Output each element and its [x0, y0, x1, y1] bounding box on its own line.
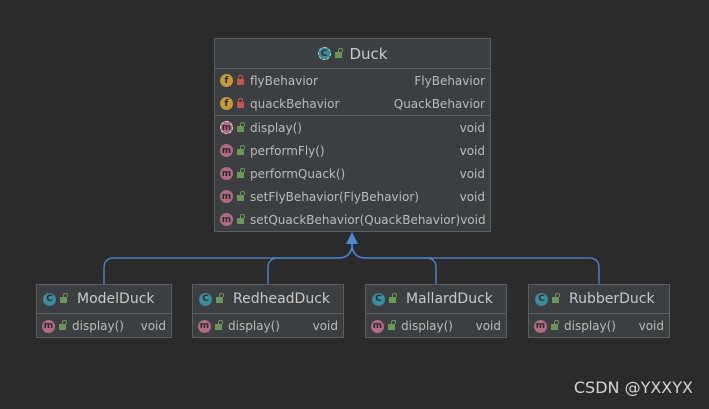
- method-row[interactable]: m display() void: [529, 314, 669, 338]
- field-icon: f: [220, 74, 233, 87]
- method-type: void: [638, 319, 664, 333]
- watermark: CSDN @YXXYX: [573, 378, 693, 397]
- method-icon: m: [220, 144, 233, 157]
- field-name: quackBehavior: [250, 96, 340, 111]
- class-title: RedheadDuck: [233, 291, 331, 307]
- class-title: RubberDuck: [569, 291, 655, 307]
- method-row[interactable]: m performQuack() void: [215, 162, 490, 185]
- private-lock-icon: [237, 74, 244, 85]
- class-header: C RedheadDuck: [193, 285, 343, 314]
- public-lock-icon: [237, 144, 245, 155]
- method-name: display(): [72, 319, 124, 333]
- method-type: void: [459, 166, 485, 181]
- public-lock-icon: [216, 293, 224, 303]
- class-title: Duck: [349, 44, 388, 63]
- connector-modelduck: [103, 243, 353, 284]
- abstract-class-icon: C: [317, 47, 331, 60]
- public-lock-icon: [60, 293, 68, 303]
- method-type: void: [312, 319, 338, 333]
- method-row[interactable]: m display() void: [366, 314, 506, 338]
- public-lock-icon: [551, 320, 559, 330]
- method-type: void: [459, 120, 485, 135]
- field-type: QuackBehavior: [393, 96, 485, 111]
- method-icon: m: [198, 319, 211, 333]
- public-lock-icon: [388, 320, 396, 330]
- class-icon: C: [535, 292, 548, 306]
- field-row[interactable]: f flyBehavior FlyBehavior: [215, 69, 490, 92]
- method-row[interactable]: m setFlyBehavior(FlyBehavior) void: [215, 185, 490, 208]
- method-row[interactable]: m setQuackBehavior(QuackBehavior) void: [215, 208, 490, 231]
- private-lock-icon: [237, 97, 244, 108]
- class-rubberduck[interactable]: C RubberDuck m display() void: [528, 284, 670, 338]
- public-lock-icon: [215, 320, 223, 330]
- abstract-method-icon: m: [220, 121, 233, 134]
- public-lock-icon: [334, 47, 343, 58]
- class-mallardduck[interactable]: C MallardDuck m display() void: [365, 284, 507, 338]
- class-icon: C: [199, 292, 212, 306]
- class-icon: C: [372, 292, 385, 306]
- method-icon: m: [220, 167, 233, 180]
- connector-redheadduck: [267, 243, 353, 284]
- method-name: performQuack(): [250, 166, 346, 181]
- class-redheadduck[interactable]: C RedheadDuck m display() void: [192, 284, 344, 338]
- class-duck[interactable]: C Duck f flyBehavior FlyBehavior f quack…: [214, 38, 491, 232]
- method-type: void: [459, 143, 485, 158]
- connector-mallardduck: [351, 243, 437, 284]
- method-icon: m: [220, 190, 233, 203]
- connector-rubberduck: [351, 243, 600, 284]
- method-type: void: [460, 212, 486, 227]
- method-type: void: [140, 319, 166, 333]
- class-title: MallardDuck: [406, 291, 493, 307]
- field-type: FlyBehavior: [414, 73, 485, 88]
- public-lock-icon: [237, 121, 245, 132]
- class-modelduck[interactable]: C ModelDuck m display() void: [36, 284, 172, 338]
- divider: [215, 115, 490, 116]
- class-header: C MallardDuck: [366, 285, 506, 314]
- method-name: display(): [564, 319, 616, 333]
- class-icon: C: [43, 292, 56, 306]
- method-icon: m: [220, 213, 233, 226]
- public-lock-icon: [237, 167, 245, 178]
- method-row[interactable]: m display() void: [37, 314, 171, 338]
- method-type: void: [475, 319, 501, 333]
- method-row[interactable]: m performFly() void: [215, 139, 490, 162]
- method-row[interactable]: m display() void: [193, 314, 343, 338]
- method-name: setFlyBehavior(FlyBehavior): [250, 189, 419, 204]
- inheritance-arrowhead: [346, 232, 358, 244]
- public-lock-icon: [552, 293, 560, 303]
- class-duck-header: C Duck: [215, 39, 490, 69]
- field-name: flyBehavior: [250, 73, 318, 88]
- public-lock-icon: [59, 320, 67, 330]
- method-icon: m: [534, 319, 547, 333]
- field-icon: f: [220, 97, 233, 110]
- class-title: ModelDuck: [77, 291, 155, 307]
- public-lock-icon: [237, 190, 245, 201]
- method-icon: m: [42, 319, 55, 333]
- class-header: C RubberDuck: [529, 285, 669, 314]
- method-icon: m: [371, 319, 384, 333]
- public-lock-icon: [237, 213, 245, 224]
- class-header: C ModelDuck: [37, 285, 171, 314]
- method-name: setQuackBehavior(QuackBehavior): [250, 212, 461, 227]
- method-name: display(): [250, 120, 302, 135]
- method-name: display(): [401, 319, 453, 333]
- method-name: display(): [228, 319, 280, 333]
- field-row[interactable]: f quackBehavior QuackBehavior: [215, 92, 490, 115]
- method-row[interactable]: m display() void: [215, 116, 490, 139]
- method-name: performFly(): [250, 143, 325, 158]
- public-lock-icon: [389, 293, 397, 303]
- method-type: void: [459, 189, 485, 204]
